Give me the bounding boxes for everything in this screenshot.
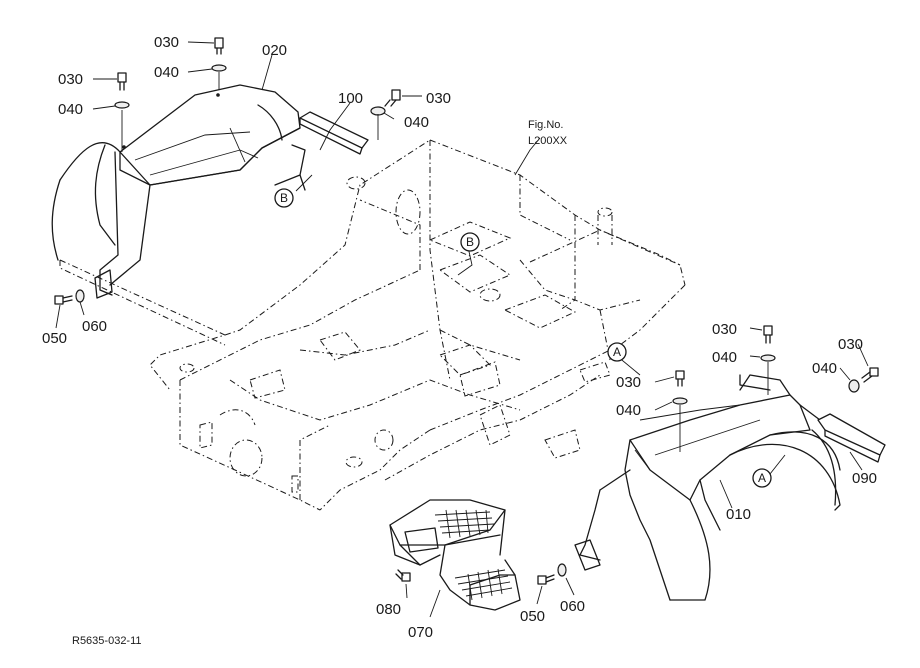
- part-label-040: 040: [404, 114, 429, 131]
- callout-b-label: B: [466, 235, 474, 249]
- step-tread-lower: [454, 568, 513, 601]
- part-label-090: 090: [852, 470, 877, 487]
- part-label-040: 040: [712, 349, 737, 366]
- part-label-030: 030: [154, 34, 179, 51]
- leader-lines: [55, 41, 869, 618]
- part-label-030: 030: [616, 374, 641, 391]
- bar-090: [817, 413, 886, 463]
- step: [389, 499, 521, 611]
- main-frame: [59, 139, 686, 511]
- part-label-020: 020: [262, 42, 287, 59]
- callout-b-label: B: [280, 191, 288, 205]
- bar-100: [299, 111, 369, 155]
- callout-a-label: A: [758, 471, 766, 485]
- part-label-060: 060: [82, 318, 107, 335]
- figure-reference: Fig.No. L200XX: [528, 119, 568, 147]
- part-label-100: 100: [338, 90, 363, 107]
- callout-b-upper-left: B: [274, 188, 294, 208]
- callout-a-right-frame: A: [607, 342, 627, 362]
- right-fender: [574, 374, 841, 601]
- part-label-050: 050: [42, 330, 67, 347]
- part-label-070: 070: [408, 624, 433, 641]
- step-tread-upper: [434, 509, 495, 539]
- callout-a-fender: A: [752, 468, 772, 488]
- fasteners: [54, 37, 879, 585]
- part-label-040: 040: [154, 64, 179, 81]
- part-label-040: 040: [812, 360, 837, 377]
- part-label-030: 030: [58, 71, 83, 88]
- part-label-040: 040: [616, 402, 641, 419]
- left-fender: [51, 84, 301, 299]
- figure-ref-line2: L200XX: [528, 135, 568, 147]
- part-label-080: 080: [376, 601, 401, 618]
- drawing-code: R5635-032-11: [72, 635, 142, 647]
- part-label-030: 030: [426, 90, 451, 107]
- bracket-b: [274, 144, 306, 191]
- part-labels: 030 040 020 030 040 100 030 040 050 060 …: [42, 34, 877, 641]
- callout-a-label: A: [613, 345, 621, 359]
- part-label-060: 060: [560, 598, 585, 615]
- part-label-050: 050: [520, 608, 545, 625]
- part-label-030: 030: [838, 336, 863, 353]
- part-label-030: 030: [712, 321, 737, 338]
- part-label-010: 010: [726, 506, 751, 523]
- figure-ref-line1: Fig.No.: [528, 119, 563, 131]
- callout-b-center: B: [460, 232, 480, 252]
- part-label-040: 040: [58, 101, 83, 118]
